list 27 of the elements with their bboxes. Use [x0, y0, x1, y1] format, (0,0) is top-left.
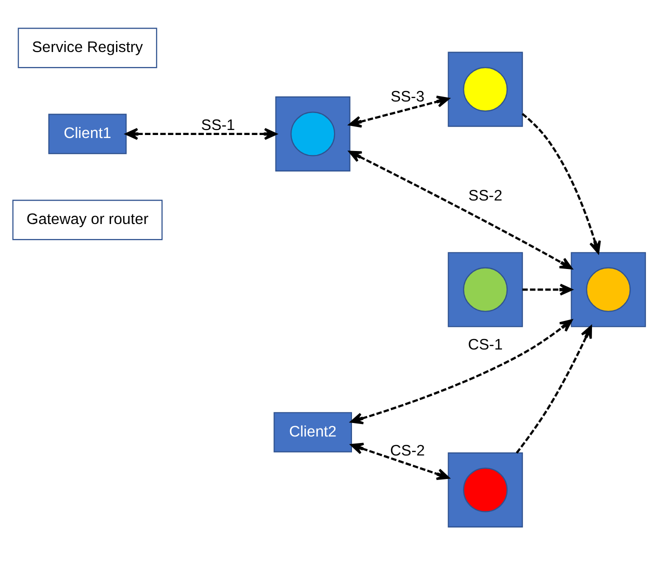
node-circle	[463, 66, 508, 112]
arrow	[350, 442, 450, 480]
cluster	[448, 51, 523, 126]
arrow	[522, 112, 601, 254]
edge-label: SS-1	[201, 116, 236, 134]
node-circle	[463, 266, 508, 312]
node-box: Gateway or router	[12, 199, 163, 240]
cluster	[570, 252, 646, 327]
arrow	[350, 318, 572, 424]
arrow	[348, 95, 450, 128]
node-box: Service Registry	[18, 27, 158, 68]
arrow	[125, 127, 277, 140]
edge-label: CS-1	[468, 336, 503, 354]
edge-label: CS-2	[390, 442, 425, 459]
cluster	[275, 96, 350, 171]
edge-label: SS-2	[468, 187, 502, 204]
node-box: Client1	[48, 113, 127, 154]
node-box: Client2	[274, 412, 352, 452]
edge-label: SS-3	[390, 88, 424, 106]
node-circle	[586, 266, 631, 312]
arrow	[522, 283, 572, 296]
arrow	[348, 150, 572, 269]
node-circle	[290, 111, 336, 156]
cluster	[448, 252, 523, 327]
node-circle	[463, 467, 508, 512]
cluster	[448, 452, 523, 527]
arrow	[516, 325, 592, 454]
